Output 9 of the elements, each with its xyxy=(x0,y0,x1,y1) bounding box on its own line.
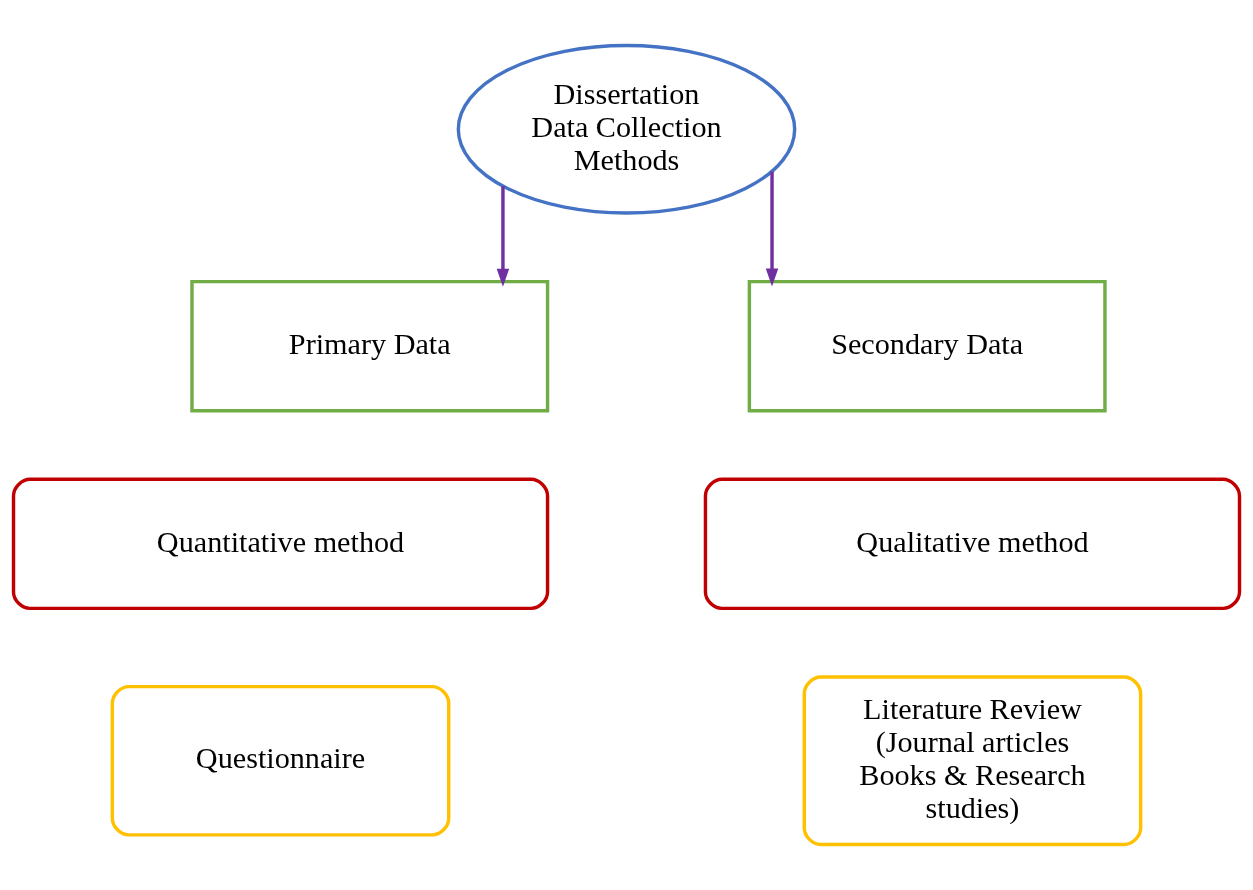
node-ellipse: Dissertation Data Collection Methods xyxy=(456,43,797,215)
arrow xyxy=(496,186,510,287)
node-box: Quantitative method xyxy=(11,477,550,611)
node-box: Primary Data xyxy=(190,279,550,413)
node-box: Secondary Data xyxy=(747,279,1107,413)
node-box: Qualitative method xyxy=(703,477,1242,611)
arrow xyxy=(765,171,779,287)
node-box: Questionnaire xyxy=(110,684,451,837)
node-box: Literature Review (Journal articles Books & Research studies) xyxy=(802,675,1143,847)
